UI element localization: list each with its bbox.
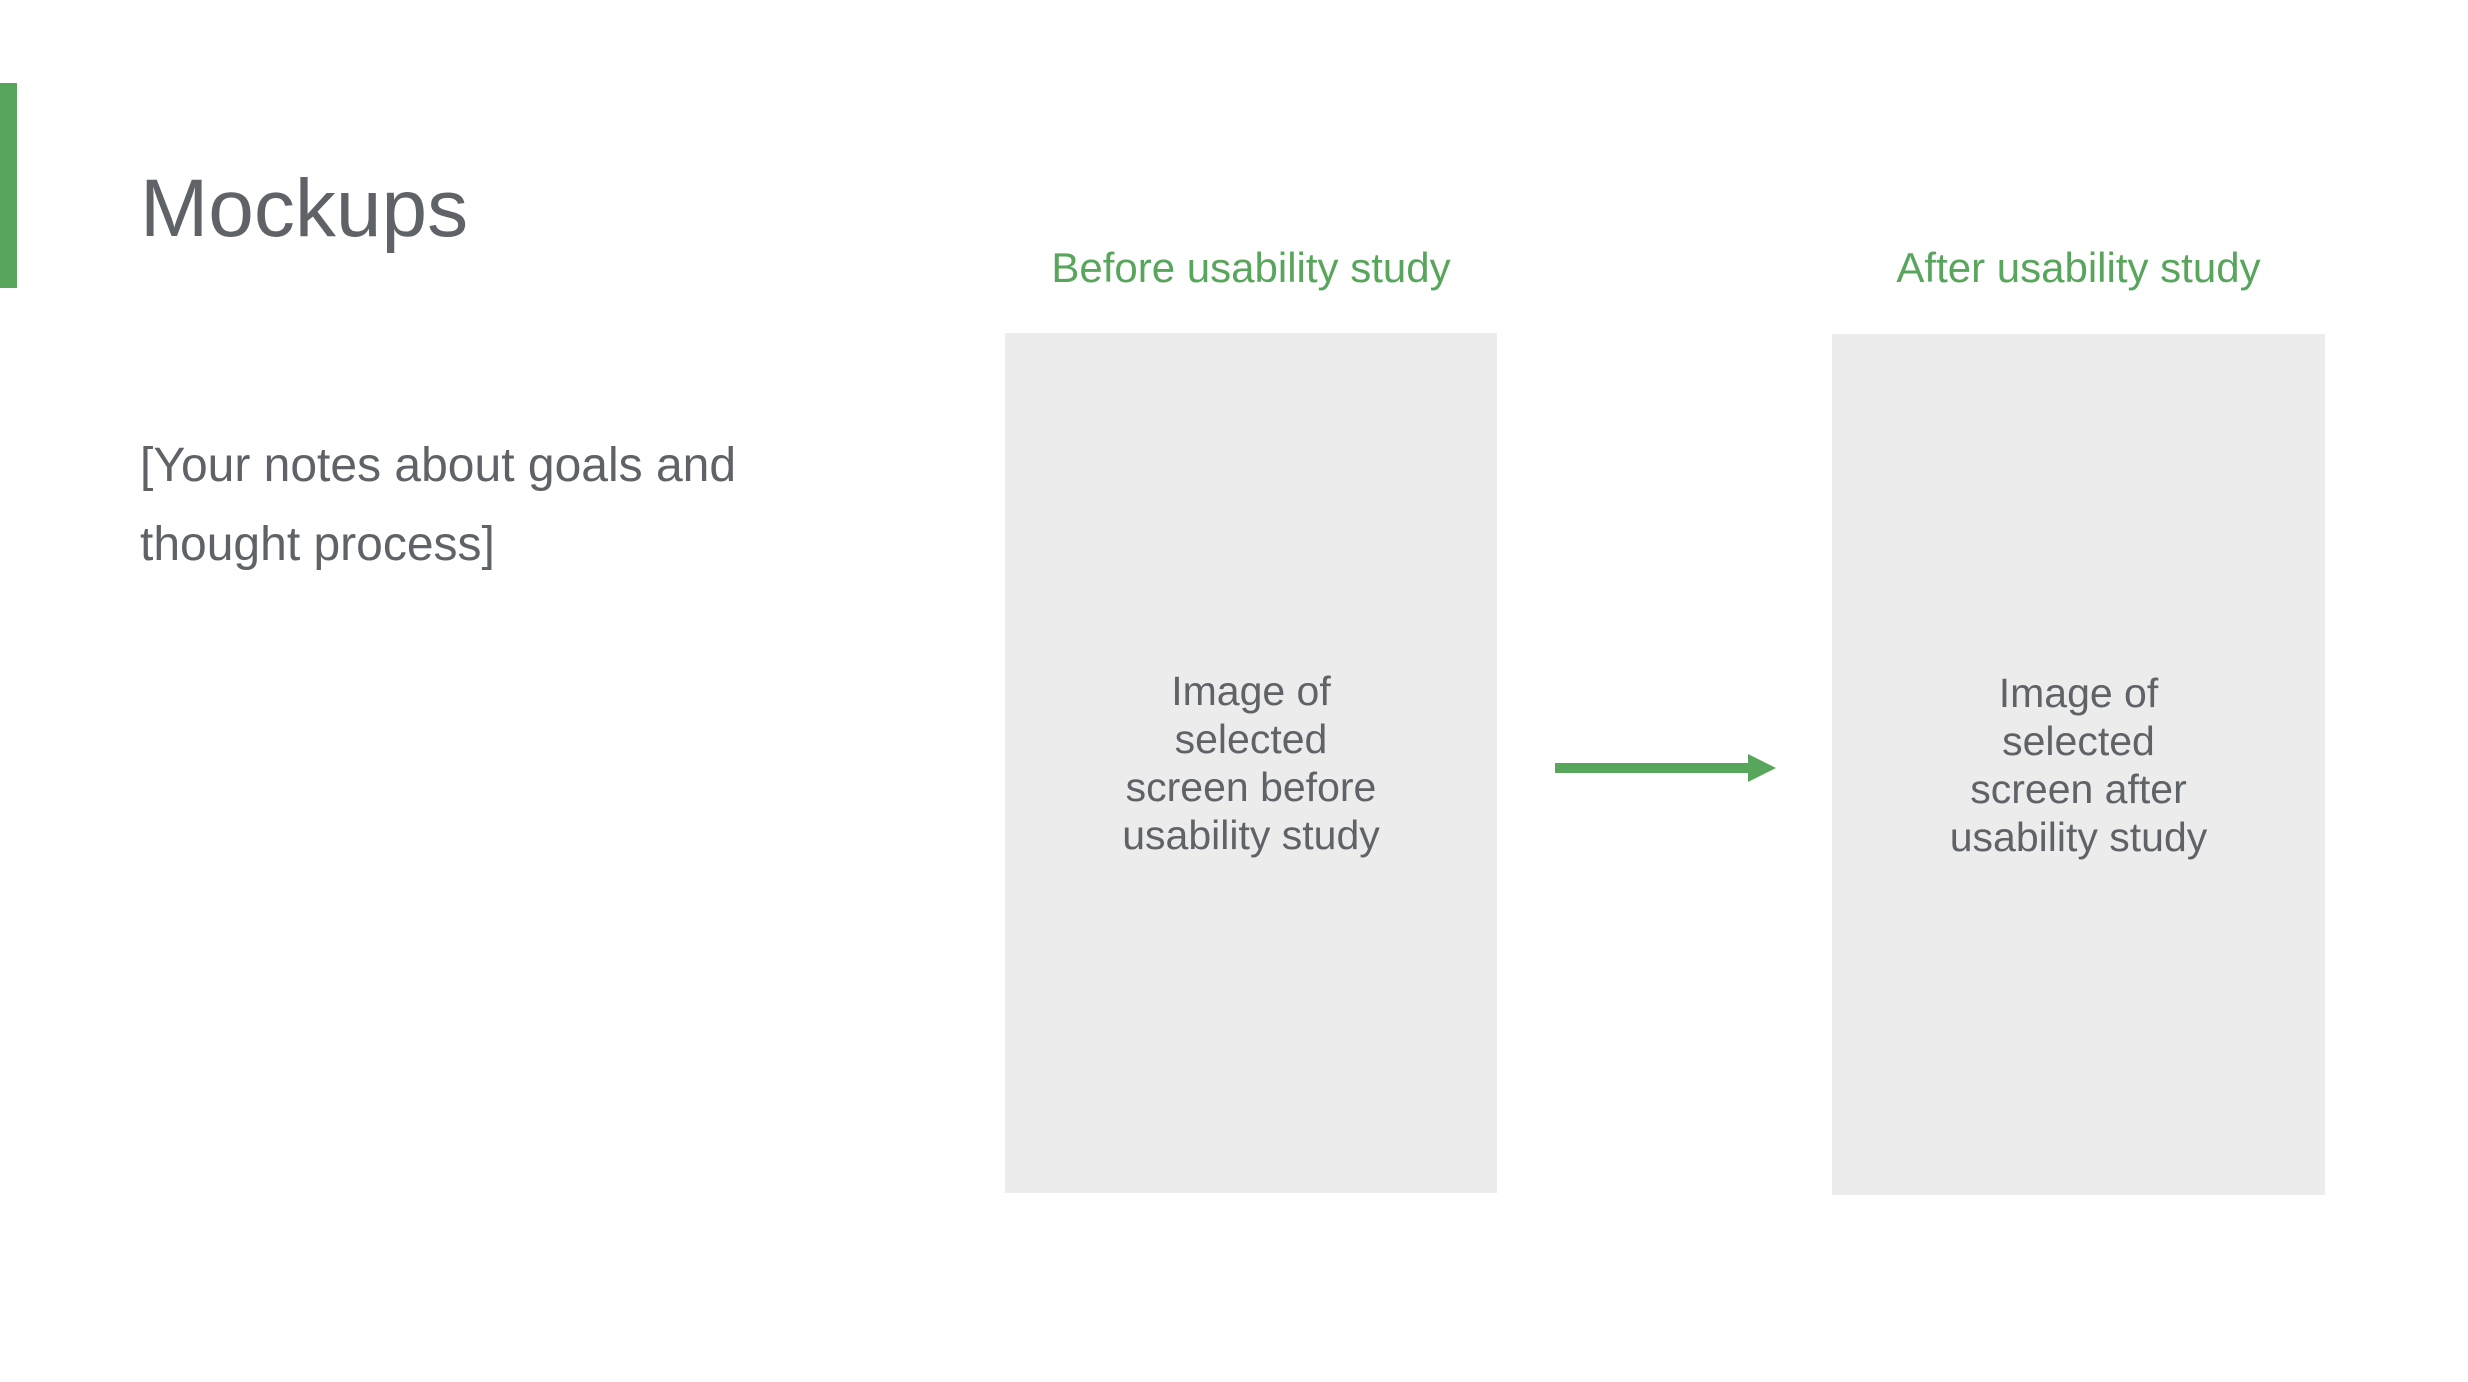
before-column-label: Before usability study	[1051, 244, 1451, 291]
arrow-shaft	[1555, 763, 1748, 773]
slide-title: Mockups	[140, 163, 469, 254]
right-arrow-icon	[1555, 754, 1776, 782]
notes-placeholder-text: [Your notes about goals and thought proc…	[140, 439, 737, 571]
before-image-placeholder: Image of selected screen before usabilit…	[1005, 333, 1497, 1193]
after-column-label: After usability study	[1896, 244, 2261, 291]
after-image-placeholder: Image of selected screen after usability…	[1832, 334, 2325, 1195]
accent-bar	[0, 83, 17, 288]
before-placeholder-text: Image of selected screen before usabilit…	[1122, 668, 1380, 858]
arrow-head	[1748, 754, 1776, 782]
after-placeholder-text: Image of selected screen after usability…	[1949, 669, 2208, 860]
